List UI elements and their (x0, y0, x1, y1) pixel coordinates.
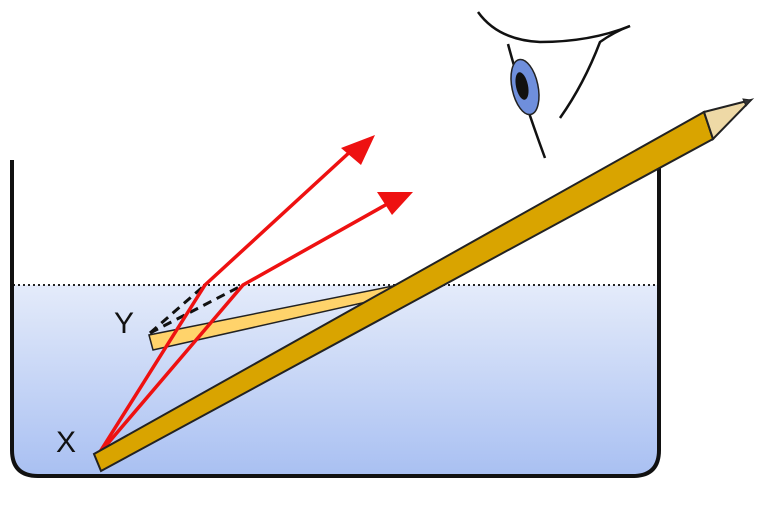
light-ray-2 (96, 201, 390, 457)
dashed-ray-extension-2 (149, 283, 244, 335)
label-point-x: X (56, 426, 76, 459)
pencil-tip (702, 98, 755, 141)
pencil-lead (742, 98, 752, 107)
light-ray-1 (96, 148, 354, 456)
arrowhead-icon (377, 192, 413, 215)
eye-icon (476, 11, 631, 159)
dashed-ray-extension-1 (149, 283, 206, 335)
label-point-y: Y (114, 307, 134, 340)
arrowhead-icon (341, 135, 375, 165)
tank-outline (10, 160, 661, 478)
